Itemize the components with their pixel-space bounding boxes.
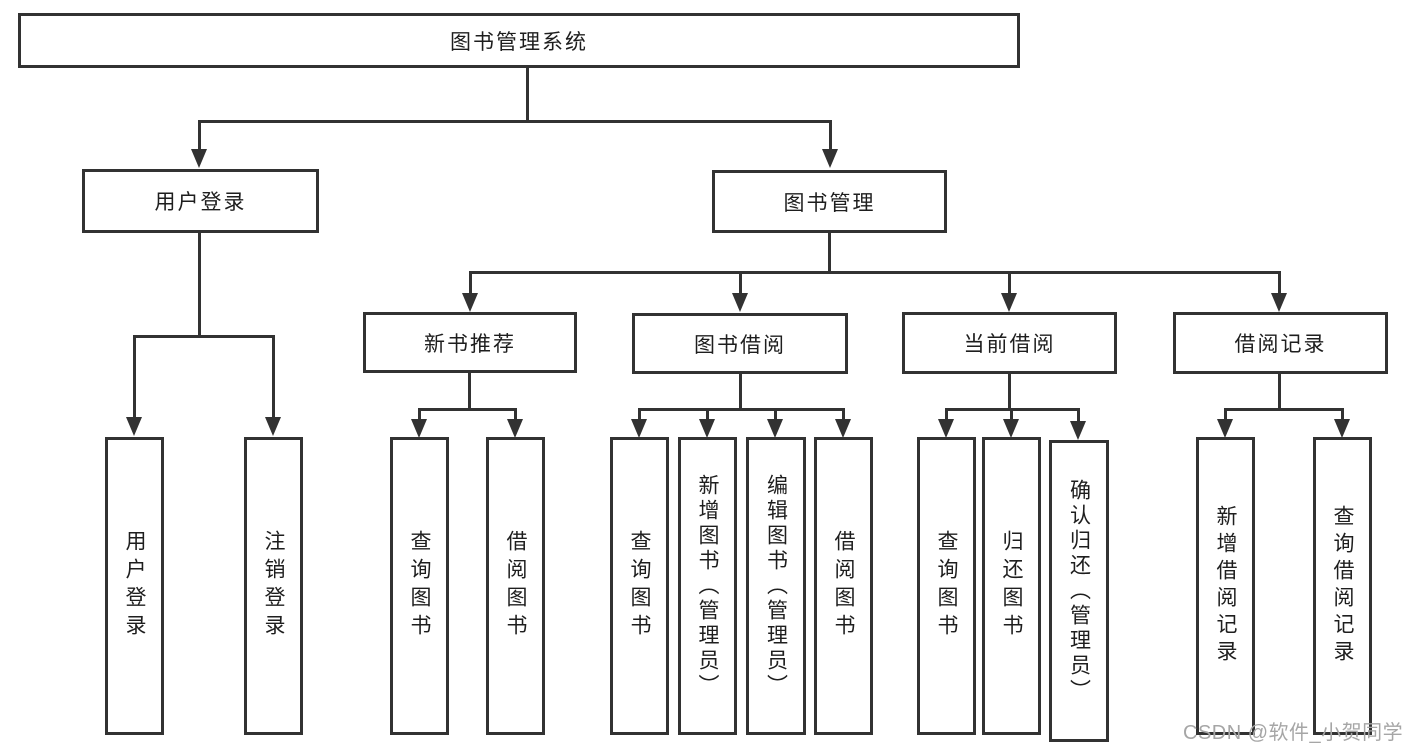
leaf-add-borrow-record: 新增借阅记录 bbox=[1196, 437, 1255, 735]
node-book-borrowing: 图书借阅 bbox=[632, 313, 848, 374]
arrow-nb-borrow-line bbox=[514, 408, 517, 424]
node-new-book-recommendation: 新书推荐 bbox=[363, 312, 577, 373]
node-borrowing-records: 借阅记录 bbox=[1173, 312, 1388, 374]
arrow-to-current-borrowing-head bbox=[1001, 293, 1017, 312]
connector-user-login-bar bbox=[133, 335, 275, 338]
connector-new-book-stem bbox=[468, 373, 471, 408]
leaf-borrow-books-recommend: 借阅图书 bbox=[486, 437, 545, 735]
arrow-to-borrowing-records-line bbox=[1278, 271, 1281, 298]
arrow-bb-edit-head bbox=[767, 419, 783, 438]
arrow-to-book-management-line bbox=[829, 120, 832, 154]
arrow-cb-confirm-head bbox=[1070, 421, 1086, 440]
arrow-bb-add-line bbox=[706, 408, 709, 424]
arrow-br-query-line bbox=[1341, 408, 1344, 424]
leaf-return-books: 归还图书 bbox=[982, 437, 1041, 735]
leaf-user-login: 用户登录 bbox=[105, 437, 164, 735]
arrow-br-query-head bbox=[1334, 419, 1350, 438]
arrow-cb-return-head bbox=[1003, 419, 1019, 438]
arrow-cb-query-head bbox=[938, 419, 954, 438]
leaf-borrow-books: 借阅图书 bbox=[814, 437, 873, 735]
connector-current-borrowing-stem bbox=[1008, 374, 1011, 408]
arrow-cb-confirm-line bbox=[1077, 408, 1080, 426]
connector-borrowing-records-bar bbox=[1224, 408, 1344, 411]
node-current-borrowing: 当前借阅 bbox=[902, 312, 1117, 374]
arrow-to-leaf-logout-head bbox=[265, 417, 281, 436]
arrow-nb-query-head bbox=[411, 419, 427, 438]
arrow-nb-query-line bbox=[418, 408, 421, 424]
arrow-bb-borrow-head bbox=[835, 419, 851, 438]
leaf-confirm-return-admin: 确认归还（管理员） bbox=[1049, 440, 1109, 742]
connector-book-borrowing-bar bbox=[638, 408, 845, 411]
arrow-cb-return-line bbox=[1010, 408, 1013, 424]
arrow-to-book-borrowing-line bbox=[739, 271, 742, 298]
leaf-edit-books-admin: 编辑图书（管理员） bbox=[746, 437, 806, 735]
node-book-management-branch: 图书管理 bbox=[712, 170, 947, 233]
connector-user-login-stem bbox=[198, 233, 201, 335]
arrow-bb-query-head bbox=[631, 419, 647, 438]
arrow-bb-add-head bbox=[699, 419, 715, 438]
arrow-to-user-login-line bbox=[198, 120, 201, 154]
connector-new-book-bar bbox=[418, 408, 517, 411]
csdn-watermark: CSDN @软件_小贺同学 bbox=[1183, 722, 1404, 744]
arrow-br-add-head bbox=[1217, 419, 1233, 438]
leaf-query-books-recommend: 查询图书 bbox=[390, 437, 449, 735]
node-library-management-system: 图书管理系统 bbox=[18, 13, 1020, 68]
arrow-to-user-login-head bbox=[191, 149, 207, 168]
node-user-login-branch: 用户登录 bbox=[82, 169, 319, 233]
arrow-to-leaf-user-login-head bbox=[126, 417, 142, 436]
leaf-add-books-admin: 新增图书（管理员） bbox=[678, 437, 737, 735]
leaf-query-borrow-record: 查询借阅记录 bbox=[1313, 437, 1372, 735]
arrow-bb-borrow-line bbox=[842, 408, 845, 424]
connector-root-bar bbox=[198, 120, 832, 123]
arrow-bb-edit-line bbox=[774, 408, 777, 424]
arrow-to-current-borrowing-line bbox=[1008, 271, 1011, 298]
arrow-br-add-line bbox=[1224, 408, 1227, 424]
connector-book-management-bar bbox=[469, 271, 1281, 274]
arrow-to-new-book-line bbox=[469, 271, 472, 298]
leaf-query-books-borrowing: 查询图书 bbox=[610, 437, 669, 735]
connector-borrowing-records-stem bbox=[1278, 374, 1281, 408]
leaf-logout: 注销登录 bbox=[244, 437, 303, 735]
connector-book-management-stem bbox=[828, 233, 831, 271]
connector-book-borrowing-stem bbox=[739, 374, 742, 408]
arrow-to-leaf-user-login-line bbox=[133, 335, 136, 421]
arrow-to-new-book-head bbox=[462, 293, 478, 312]
arrow-to-book-management-head bbox=[822, 149, 838, 168]
arrow-bb-query-line bbox=[638, 408, 641, 424]
arrow-to-book-borrowing-head bbox=[732, 293, 748, 312]
arrow-to-leaf-logout-line bbox=[272, 335, 275, 421]
arrow-cb-query-line bbox=[945, 408, 948, 424]
arrow-nb-borrow-head bbox=[507, 419, 523, 438]
arrow-to-borrowing-records-head bbox=[1271, 293, 1287, 312]
connector-root-stem bbox=[526, 68, 529, 120]
leaf-query-books-current: 查询图书 bbox=[917, 437, 976, 735]
